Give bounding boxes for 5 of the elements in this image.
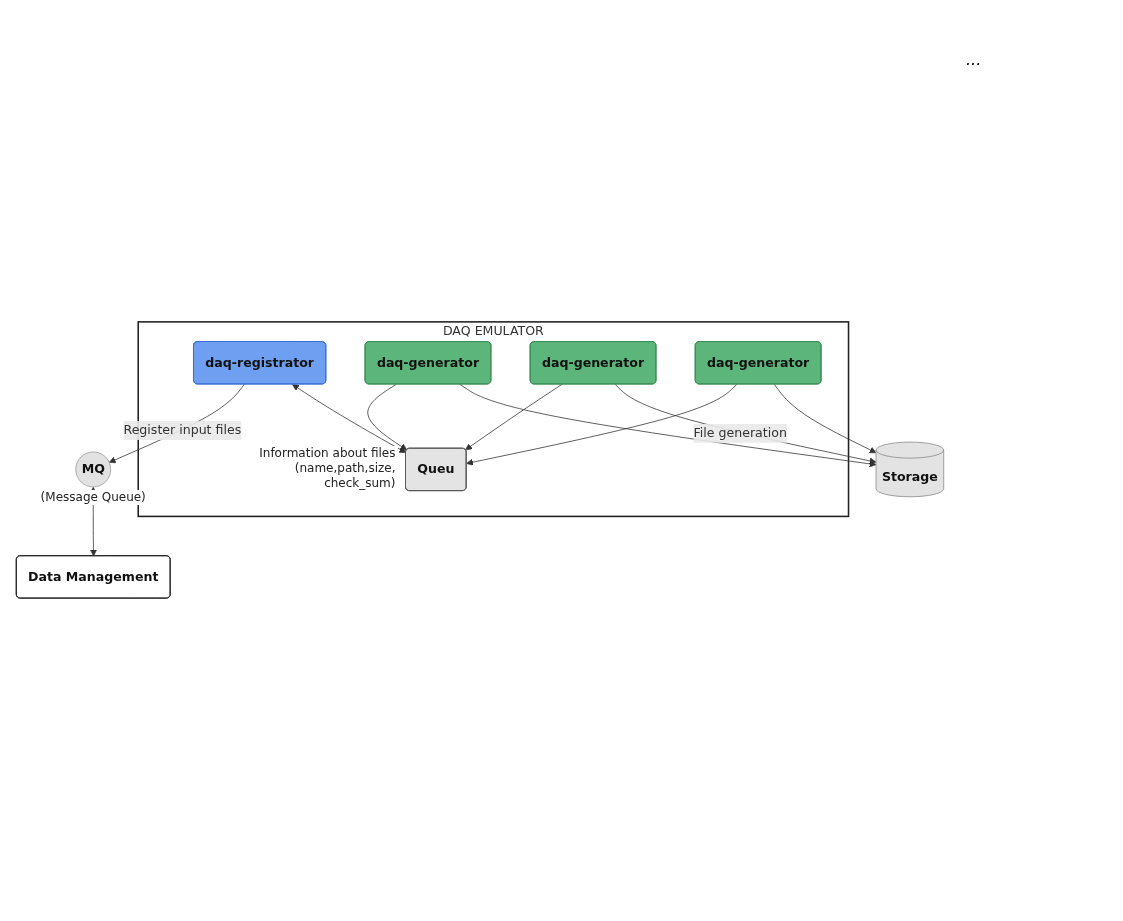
ellipsis-label: ... [966,50,983,69]
edge-label: Register input files [123,422,242,438]
node-circle: MQ [75,451,112,488]
edge-label: File generation [693,425,787,441]
node-caption: (Message Queue) [38,489,148,505]
